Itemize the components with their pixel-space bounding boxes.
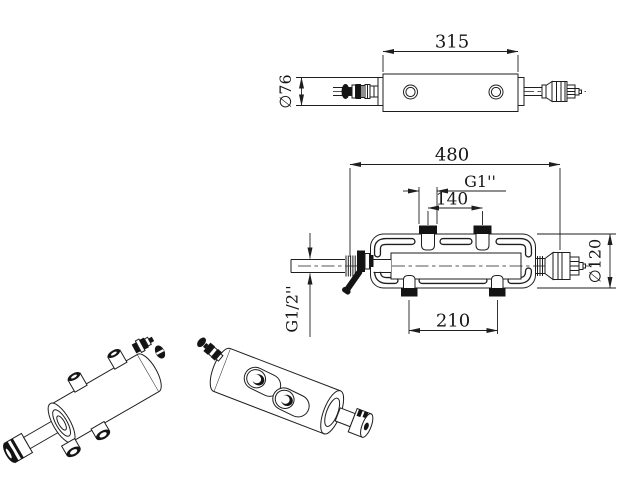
dim-d120: ∅120 xyxy=(586,233,613,289)
iso-right-port-2 xyxy=(272,387,310,418)
iso-left-front-stub-2 xyxy=(90,420,111,441)
side-body-left-flange xyxy=(377,77,384,106)
top-ports xyxy=(419,225,492,251)
iso-left-exploded-valve xyxy=(131,336,155,354)
dim-315-label: 315 xyxy=(435,32,469,53)
front-view: 480 G1'' 140 210 ∅120 xyxy=(283,145,616,337)
iso-right-port-1 xyxy=(243,366,282,397)
drain-valve-front xyxy=(290,250,391,295)
iso-left-front-stub-1 xyxy=(60,437,81,458)
dim-d76-label: ∅76 xyxy=(276,74,295,108)
drain-valve-side xyxy=(341,84,379,99)
dim-210-label: 210 xyxy=(436,311,470,332)
bottom-ports xyxy=(401,275,506,297)
dim-210: 210 xyxy=(408,300,498,334)
iso-left-top-stub-2 xyxy=(107,349,128,370)
dim-g12-label: G1/2'' xyxy=(283,285,302,332)
dim-140: 140 xyxy=(427,190,483,225)
iso-view-left xyxy=(3,336,166,464)
dim-315: 315 xyxy=(382,32,519,72)
side-view: 315 ∅76 xyxy=(276,32,586,112)
dim-140-label: 140 xyxy=(436,190,468,210)
iso-left-top-stub-1 xyxy=(67,372,88,393)
dim-480: 480 xyxy=(349,145,561,257)
dim-480-label: 480 xyxy=(435,145,469,166)
vent-fitting-front xyxy=(535,251,586,281)
dim-d76: ∅76 xyxy=(276,74,381,109)
iso-right-exploded-valve xyxy=(197,337,224,362)
dim-d120-label: ∅120 xyxy=(586,239,605,283)
iso-view-right xyxy=(197,337,374,438)
vent-fitting-side xyxy=(517,77,582,106)
dim-g1-label: G1'' xyxy=(464,172,496,191)
iso-left-exploded-cap xyxy=(154,345,166,359)
dim-g12: G1/2'' xyxy=(283,233,313,337)
